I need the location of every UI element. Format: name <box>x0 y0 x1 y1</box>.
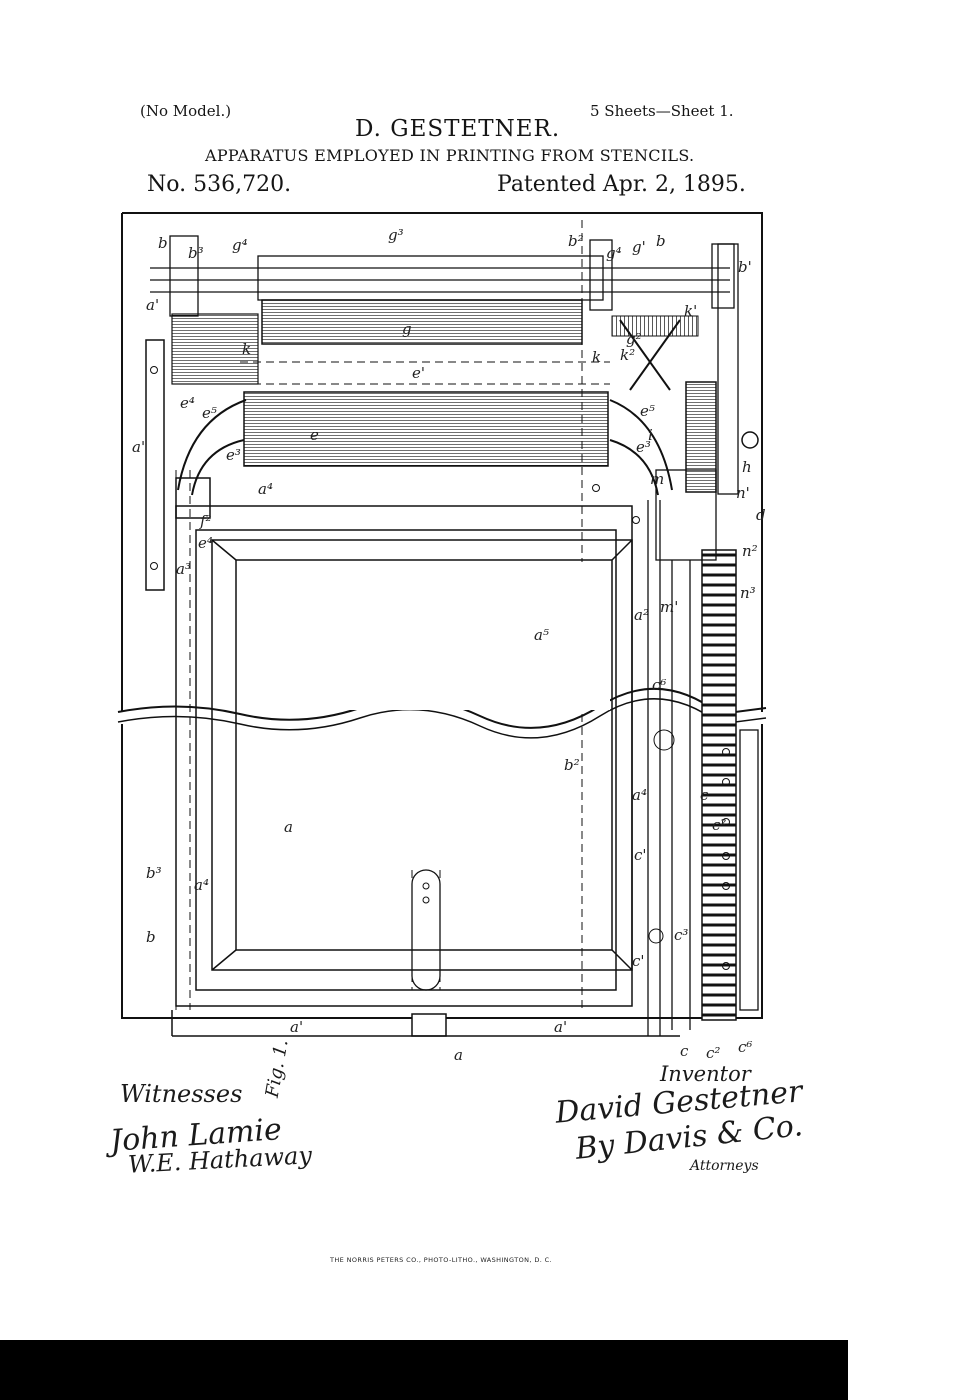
ref-k1: k' <box>684 302 697 320</box>
ref-a5: a⁵ <box>534 626 549 644</box>
ref-g2: g² <box>626 330 642 348</box>
ref-a-bottom: a <box>454 1046 463 1064</box>
patent-title: APPARATUS EMPLOYED IN PRINTING FROM STEN… <box>205 146 695 165</box>
side-bracket-left <box>175 477 211 519</box>
ref-g: g <box>402 320 412 338</box>
right-rail <box>647 500 759 1036</box>
patent-number: No. 536,720. <box>147 172 292 197</box>
scan-edge-bar <box>0 1340 848 1400</box>
break-line-lower <box>117 698 767 739</box>
ref-c2: c² <box>712 816 726 834</box>
ref-a1-mid: a' <box>132 438 145 456</box>
ref-a4-top: a⁴ <box>258 480 273 498</box>
patent-date: Patented Apr. 2, 1895. <box>497 172 746 197</box>
k-block <box>611 315 699 337</box>
ref-e1: e' <box>412 364 425 382</box>
ref-a1-left: a' <box>146 296 159 314</box>
ref-e4: e⁴ <box>180 394 195 412</box>
roller-g-ends <box>171 313 259 385</box>
ref-d: d <box>756 506 766 524</box>
plate-right <box>655 469 717 561</box>
ref-m1: m' <box>660 598 678 616</box>
ref-c6: c⁶ <box>652 676 666 694</box>
ref-g1: g' <box>632 238 646 256</box>
ref-g4-right: g⁴ <box>606 244 622 262</box>
ref-b1: b' <box>738 258 752 276</box>
ref-g4-left: g⁴ <box>232 236 248 254</box>
side-bar-right <box>717 243 739 495</box>
model-note: (No Model.) <box>140 102 232 120</box>
rack-right <box>701 549 737 1021</box>
ref-a-main: a <box>284 818 293 836</box>
ref-c-bottom: c <box>680 1042 689 1060</box>
ref-h: h <box>742 458 752 476</box>
ref-b-right: b <box>656 232 666 250</box>
bed-frame <box>175 505 633 1007</box>
reference-labels: b b³ g⁴ g³ b² g⁴ g' b b' a' a' g k k e' … <box>132 226 766 1064</box>
ref-n3: n³ <box>740 584 756 602</box>
attorneys-label: Attorneys <box>690 1158 759 1174</box>
inventor-name: D. GESTETNER. <box>355 116 561 142</box>
inventor-label: Inventor <box>660 1062 751 1086</box>
ref-c1-b: c' <box>632 952 645 970</box>
ref-n1: n' <box>736 484 750 502</box>
ref-e5-left: e⁵ <box>202 404 217 422</box>
ref-b3-top: b³ <box>188 244 204 262</box>
ref-e3-left: e³ <box>226 446 241 464</box>
ref-e5-right: e⁵ <box>640 402 655 420</box>
ref-g3: g³ <box>388 226 404 244</box>
stencil-window-upper <box>238 562 610 710</box>
ref-m: m <box>650 470 664 488</box>
ref-b2-mid: b² <box>564 756 580 774</box>
sheet-note: 5 Sheets—Sheet 1. <box>590 102 734 120</box>
ref-a1-bottom-r: a' <box>554 1018 567 1036</box>
printer-credit: THE NORRIS PETERS CO., PHOTO-LITHO., WAS… <box>330 1256 553 1264</box>
gear-right <box>685 381 717 493</box>
ref-c3: c³ <box>674 926 688 944</box>
ref-c1-a: c' <box>634 846 647 864</box>
ref-a2: a² <box>634 606 649 624</box>
cylinder-e <box>243 391 609 467</box>
ref-b3-low: b³ <box>146 864 162 882</box>
ref-e3-right: e³ <box>636 438 651 456</box>
ref-c2-bottom: c² <box>706 1044 720 1062</box>
ref-k-right: k <box>592 348 601 366</box>
bottom-tab <box>411 1013 447 1037</box>
arm-left-2 <box>191 439 245 496</box>
ref-a1-bottom-l: a' <box>290 1018 303 1036</box>
ref-a4-left: a⁴ <box>194 876 209 894</box>
ref-c6-bottom: c⁶ <box>738 1038 752 1056</box>
arm-left <box>177 399 247 491</box>
ref-c: c <box>700 786 709 804</box>
roller-g <box>261 299 583 345</box>
top-shaft <box>150 235 735 317</box>
ref-k2: k² <box>620 346 635 364</box>
ref-e: e <box>310 426 319 444</box>
ref-a4-right: a⁴ <box>632 786 647 804</box>
ref-e4-low: e⁴ <box>198 534 213 552</box>
ref-b2-top: b² <box>568 232 584 250</box>
ref-b-top: b <box>158 234 168 252</box>
frame-upper <box>121 212 763 712</box>
ref-i: i <box>648 426 653 444</box>
rivets <box>150 366 730 970</box>
ref-f2: f² <box>199 512 212 530</box>
ref-b-low: b <box>146 928 156 946</box>
ref-n2: n² <box>742 542 758 560</box>
witnesses-label: Witnesses <box>120 1080 243 1108</box>
frame-lower <box>121 724 763 1019</box>
handle-knob <box>741 431 759 449</box>
side-bar-left <box>145 339 165 591</box>
ref-k-left: k <box>242 340 251 358</box>
ref-a3: a³ <box>176 560 191 578</box>
slot <box>411 869 441 991</box>
arm-right <box>609 399 673 491</box>
